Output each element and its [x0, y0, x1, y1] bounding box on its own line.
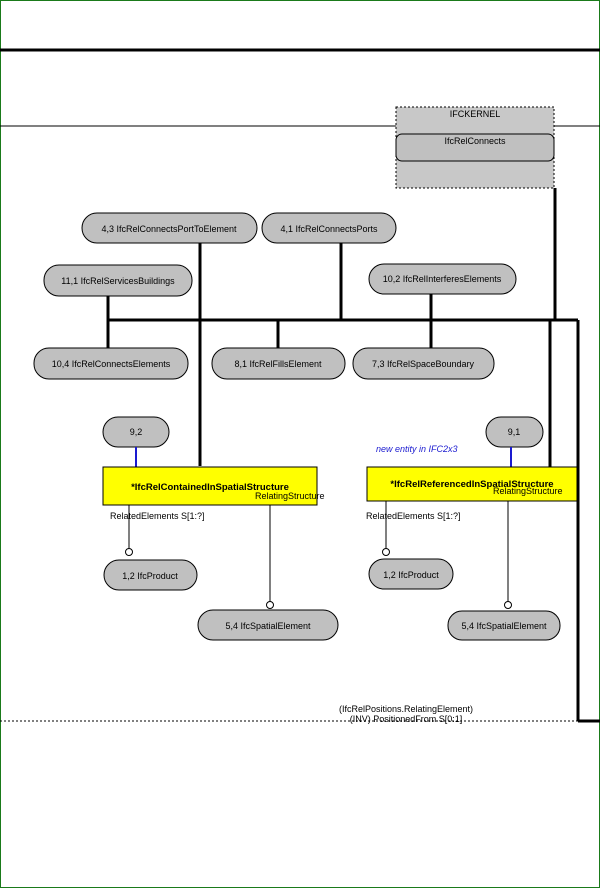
node-rel-fills-element[interactable]: 8,1 IfcRelFillsElement [211, 347, 346, 380]
related-elements-label-right: RelatedElements S[1:?] [366, 511, 461, 521]
relation-circle-right-spatial [504, 601, 512, 609]
node-rel-services-buildings[interactable]: 11,1 IfcRelServicesBuildings [43, 264, 193, 297]
kernel-reference-box[interactable]: IFCKERNEL IfcRelConnects [395, 106, 555, 189]
svg-text:*IfcRelReferencedInSpatialStru: *IfcRelReferencedInSpatialStructure [390, 479, 553, 490]
entity-rel-contained-in-spatial-structure[interactable]: *IfcRelContainedInSpatialStructure [102, 466, 318, 506]
kernel-schema-label: IFCKERNEL [450, 109, 501, 119]
new-entity-note: new entity in IFC2x3 [376, 444, 458, 454]
svg-text:1,2 IfcProduct: 1,2 IfcProduct [122, 571, 178, 581]
svg-text:4,1 IfcRelConnectsPorts: 4,1 IfcRelConnectsPorts [280, 224, 378, 234]
node-spatial-element-left[interactable]: 5,4 IfcSpatialElement [197, 609, 339, 641]
inverse-attr-line1: (IfcRelPositions.RelatingElement) [339, 704, 473, 714]
svg-text:1,2 IfcProduct: 1,2 IfcProduct [383, 570, 439, 580]
relation-circle-left-product [125, 548, 133, 556]
inverse-attr-line2: (INV) PositionedFrom S[0:1] [350, 714, 463, 724]
relating-structure-label-left: RelatingStructure [255, 491, 325, 501]
svg-text:5,4 IfcSpatialElement: 5,4 IfcSpatialElement [461, 621, 547, 631]
relation-circle-left-spatial [266, 601, 274, 609]
node-rel-space-boundary[interactable]: 7,3 IfcRelSpaceBoundary [352, 347, 495, 380]
kernel-entity-label: IfcRelConnects [444, 136, 506, 146]
svg-text:9,1: 9,1 [508, 427, 521, 437]
svg-text:10,4 IfcRelConnectsElements: 10,4 IfcRelConnectsElements [52, 359, 171, 369]
svg-text:5,4 IfcSpatialElement: 5,4 IfcSpatialElement [225, 621, 311, 631]
node-rel-connects-port-to-element[interactable]: 4,3 IfcRelConnectsPortToElement [81, 212, 258, 244]
page-ref-node-left[interactable]: 9,2 [102, 416, 170, 448]
node-rel-connects-elements[interactable]: 10,4 IfcRelConnectsElements [33, 347, 189, 380]
node-rel-interferes-elements[interactable]: 10,2 IfcRelInterferesElements [368, 263, 517, 295]
node-product-left[interactable]: 1,2 IfcProduct [103, 559, 198, 591]
svg-text:8,1 IfcRelFillsElement: 8,1 IfcRelFillsElement [234, 359, 322, 369]
supertype-connectors [106, 188, 600, 723]
related-elements-label-left: RelatedElements S[1:?] [110, 511, 205, 521]
relating-structure-label-right: RelatingStructure [493, 486, 563, 496]
svg-text:9,2: 9,2 [130, 427, 143, 437]
relation-circle-right-product [382, 548, 390, 556]
node-product-right[interactable]: 1,2 IfcProduct [368, 558, 454, 590]
svg-text:10,2 IfcRelInterferesElements: 10,2 IfcRelInterferesElements [383, 274, 502, 284]
svg-text:7,3 IfcRelSpaceBoundary: 7,3 IfcRelSpaceBoundary [372, 359, 475, 369]
node-spatial-element-right[interactable]: 5,4 IfcSpatialElement [447, 610, 561, 641]
entity-rel-referenced-in-spatial-structure[interactable]: *IfcRelReferencedInSpatialStructure [366, 466, 578, 502]
page-ref-node-right[interactable]: 9,1 [485, 416, 544, 448]
svg-text:*IfcRelContainedInSpatialStruc: *IfcRelContainedInSpatialStructure [131, 482, 289, 493]
node-rel-connects-ports[interactable]: 4,1 IfcRelConnectsPorts [261, 212, 397, 244]
svg-text:4,3 IfcRelConnectsPortToElemen: 4,3 IfcRelConnectsPortToElement [101, 224, 237, 234]
svg-text:11,1 IfcRelServicesBuildings: 11,1 IfcRelServicesBuildings [61, 276, 175, 286]
